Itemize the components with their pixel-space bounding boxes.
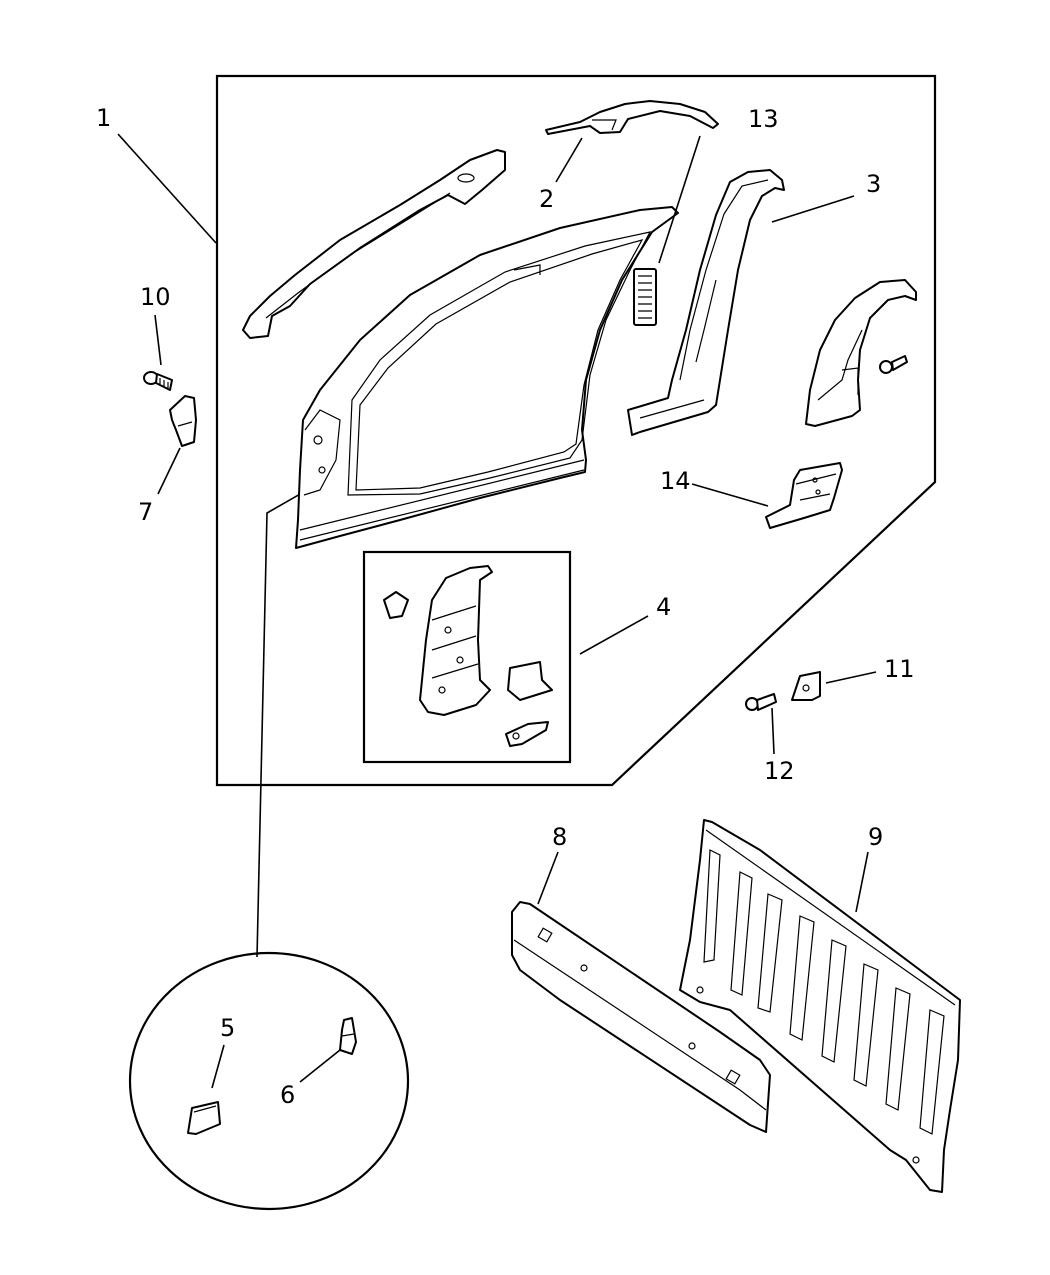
part-roof-rail — [242, 149, 506, 339]
inset-box-part-4 — [362, 550, 572, 764]
callout-14: 14 — [660, 467, 691, 495]
leader-1 — [117, 133, 217, 244]
part-body-side-panel — [295, 206, 679, 549]
part-8-rail — [511, 901, 771, 1133]
callout-2: 2 — [539, 185, 554, 213]
callout-11: 11 — [884, 655, 915, 683]
part-13-plate — [633, 268, 657, 326]
leader-11 — [825, 671, 877, 684]
leader-5 — [211, 1044, 225, 1089]
part-14-bracket — [765, 462, 843, 529]
part-2-reinforcement — [545, 100, 719, 135]
leader-8 — [537, 851, 559, 905]
part-4-components — [383, 565, 553, 747]
callout-9: 9 — [868, 823, 883, 851]
leader-2 — [555, 137, 583, 183]
callout-3: 3 — [866, 170, 881, 198]
leader-9 — [855, 851, 869, 913]
part-9-panel — [679, 819, 961, 1193]
detail-circle — [128, 951, 410, 1211]
callout-4: 4 — [656, 593, 671, 621]
leader-13 — [658, 135, 701, 264]
callout-13: 13 — [748, 105, 779, 133]
part-12-bolt — [745, 693, 777, 711]
callout-8: 8 — [552, 823, 567, 851]
callout-7: 7 — [138, 498, 153, 526]
leader-10 — [154, 314, 162, 366]
part-c-pillar-inner — [805, 279, 917, 427]
callout-12: 12 — [764, 757, 795, 785]
leader-6 — [299, 1049, 341, 1083]
callout-10: 10 — [140, 283, 171, 311]
part-11-nut — [791, 671, 821, 701]
leader-3 — [771, 195, 855, 223]
leader-7 — [157, 447, 181, 495]
leader-4 — [579, 615, 649, 655]
callout-6: 6 — [280, 1081, 295, 1109]
part-3-b-pillar — [627, 169, 785, 436]
leader-12 — [771, 707, 775, 755]
callout-5: 5 — [220, 1014, 235, 1042]
part-10-bolt — [143, 371, 173, 391]
leader-14 — [691, 483, 769, 507]
part-5-nut — [187, 1101, 221, 1135]
main-frame — [215, 74, 937, 787]
part-7-clip — [169, 395, 197, 447]
part-6-clip — [339, 1017, 357, 1055]
callout-1: 1 — [96, 104, 111, 132]
